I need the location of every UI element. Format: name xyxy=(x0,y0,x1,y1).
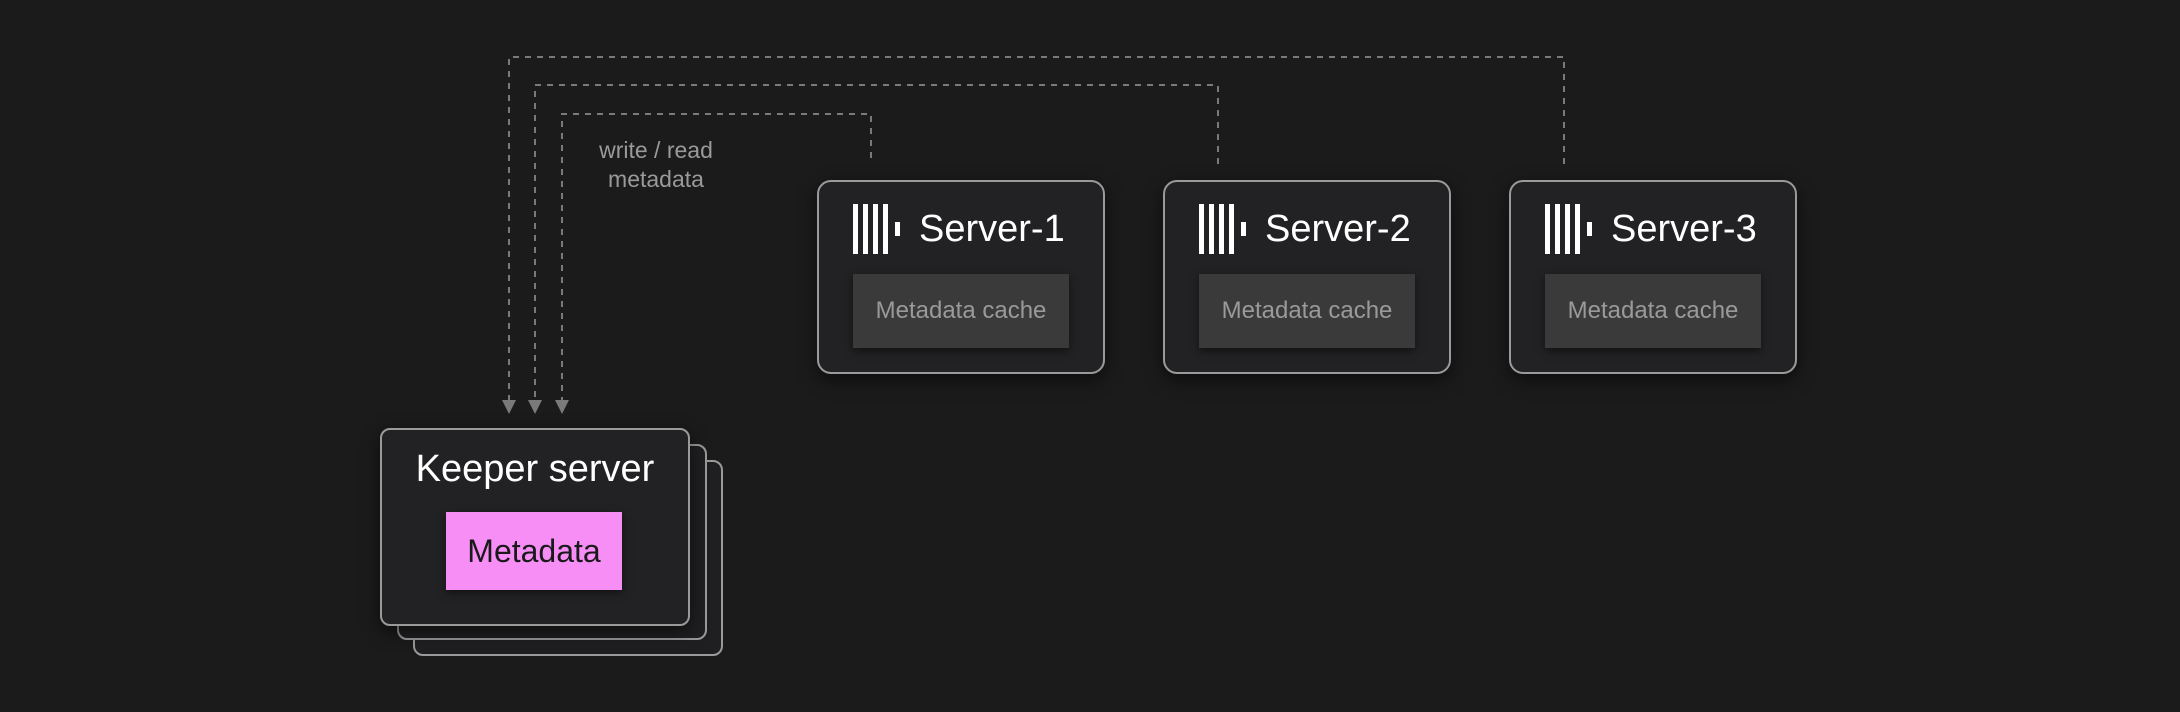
metadata-block: Metadata xyxy=(446,512,622,590)
clickhouse-logo-icon xyxy=(853,204,903,254)
clickhouse-logo-icon xyxy=(1545,204,1595,254)
metadata-cache: Metadata cache xyxy=(853,274,1069,348)
server-name: Server-1 xyxy=(919,208,1065,250)
metadata-cache: Metadata cache xyxy=(1199,274,1415,348)
arrowhead-icon xyxy=(502,400,516,414)
server-1-box: Server-1 Metadata cache xyxy=(817,180,1105,374)
server-3-box: Server-3 Metadata cache xyxy=(1509,180,1797,374)
arrowhead-icon xyxy=(528,400,542,414)
keeper-title: Keeper server xyxy=(415,448,655,490)
annotation-line-2: metadata xyxy=(608,166,704,192)
connector-server-1 xyxy=(561,113,872,404)
connector-server-3 xyxy=(508,56,1565,404)
clickhouse-logo-icon xyxy=(1199,204,1249,254)
arrowhead-icon xyxy=(555,400,569,414)
metadata-cache: Metadata cache xyxy=(1545,274,1761,348)
write-read-annotation: write / read metadata xyxy=(576,136,736,194)
keeper-server-box: Keeper server Metadata xyxy=(380,428,690,626)
annotation-line-1: write / read xyxy=(599,137,713,163)
server-2-box: Server-2 Metadata cache xyxy=(1163,180,1451,374)
server-name: Server-2 xyxy=(1265,208,1411,250)
server-name: Server-3 xyxy=(1611,208,1757,250)
connector-server-2 xyxy=(534,84,1219,404)
